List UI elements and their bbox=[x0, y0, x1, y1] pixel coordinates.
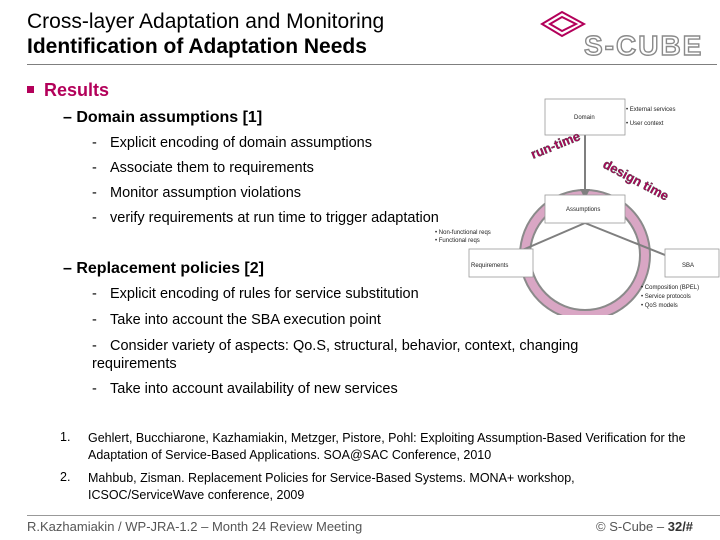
sba-note: • Service protocols bbox=[641, 294, 691, 300]
logo-text: S-CUBE bbox=[584, 30, 703, 61]
slide-title: Cross-layer Adaptation and Monitoring bbox=[27, 10, 385, 33]
requirements-label: Requirements bbox=[471, 263, 508, 269]
sba-label: SBA bbox=[682, 263, 694, 269]
req-note: • Functional reqs bbox=[435, 238, 480, 244]
header-divider bbox=[27, 64, 717, 65]
sba-arrow bbox=[584, 222, 684, 264]
s-cube-logo: S-CUBE bbox=[540, 10, 703, 62]
list-item: -Take into account the SBA execution poi… bbox=[92, 312, 381, 328]
section-title: Results bbox=[44, 80, 110, 100]
domain-note: • User context bbox=[626, 121, 664, 127]
list-item: -Explicit encoding of domain assumptions bbox=[92, 135, 372, 151]
list-item: -Take into account availability of new s… bbox=[92, 381, 398, 397]
reference-text: Mahbub, Zisman. Replacement Policies for… bbox=[88, 471, 575, 502]
list-item: -Associate them to requirements bbox=[92, 160, 314, 176]
section-bullet bbox=[27, 86, 34, 93]
sba-note: • QoS models bbox=[641, 303, 678, 309]
replacement-policies-heading: – Replacement policies [2] bbox=[63, 260, 264, 277]
reference-number: 1. bbox=[60, 430, 71, 444]
slide-subtitle: Identification of Adaptation Needs bbox=[27, 35, 367, 58]
list-item: -Monitor assumption violations bbox=[92, 185, 302, 201]
domain-note: • External services bbox=[626, 107, 675, 113]
list-item: -verify requirements at run time to trig… bbox=[92, 210, 439, 226]
footer-divider bbox=[27, 515, 720, 516]
assumptions-label: Assumptions bbox=[566, 207, 600, 213]
sba-note: • Composition (BPEL) bbox=[641, 285, 699, 291]
reference-text: Gehlert, Bucchiarone, Kazhamiakin, Metzg… bbox=[88, 431, 686, 462]
sba-box bbox=[664, 248, 720, 278]
assumptions-box bbox=[544, 194, 626, 224]
footer-left-text: R.Kazhamiakin / WP-JRA-1.2 – Month 24 Re… bbox=[27, 519, 363, 534]
domain-label: Domain bbox=[574, 115, 595, 121]
list-item: -Explicit encoding of rules for service … bbox=[92, 286, 419, 302]
footer-page: © S-Cube – 32/# bbox=[596, 519, 694, 534]
requirements-box bbox=[468, 248, 534, 278]
req-note: • Non-functional reqs bbox=[435, 230, 491, 236]
cube-icon bbox=[540, 10, 587, 38]
list-item: -Consider variety of aspects: Qo.S, stru… bbox=[92, 338, 579, 372]
reference-number: 2. bbox=[60, 470, 71, 484]
domain-assumptions-heading: – Domain assumptions [1] bbox=[63, 109, 263, 126]
page-number: 32/# bbox=[667, 519, 694, 534]
adaptation-cycle-diagram: Domain • External services • User contex… bbox=[435, 98, 720, 315]
domain-box bbox=[544, 98, 626, 136]
